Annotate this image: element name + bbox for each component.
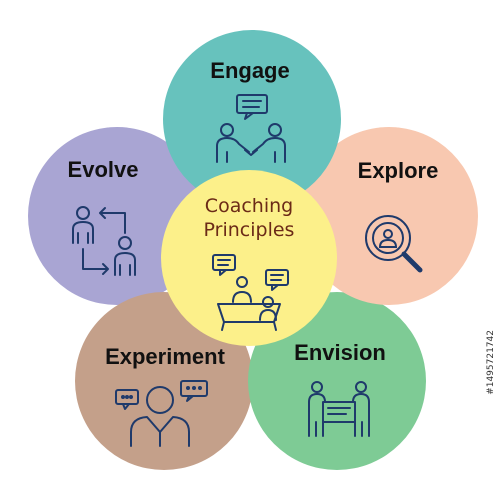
stock-id-watermark: #1495721742 [486, 330, 496, 395]
person-chat-icon [115, 380, 208, 447]
meeting-table-icon [212, 254, 289, 331]
handshake-icon [216, 94, 286, 163]
people-cycle-icon [72, 206, 136, 276]
center-title: Coaching Principles [161, 195, 337, 243]
label-engage: Engage [210, 58, 290, 83]
label-explore: Explore [357, 158, 439, 183]
label-experiment: Experiment [105, 344, 225, 369]
magnifier-person-icon [365, 215, 423, 273]
label-envision: Envision [294, 340, 386, 365]
label-evolve: Evolve [67, 157, 139, 182]
people-board-icon [308, 381, 370, 437]
center-circle [161, 170, 337, 346]
center-title-line1: Coaching [204, 195, 294, 217]
center-title-line2: Principles [203, 218, 295, 241]
